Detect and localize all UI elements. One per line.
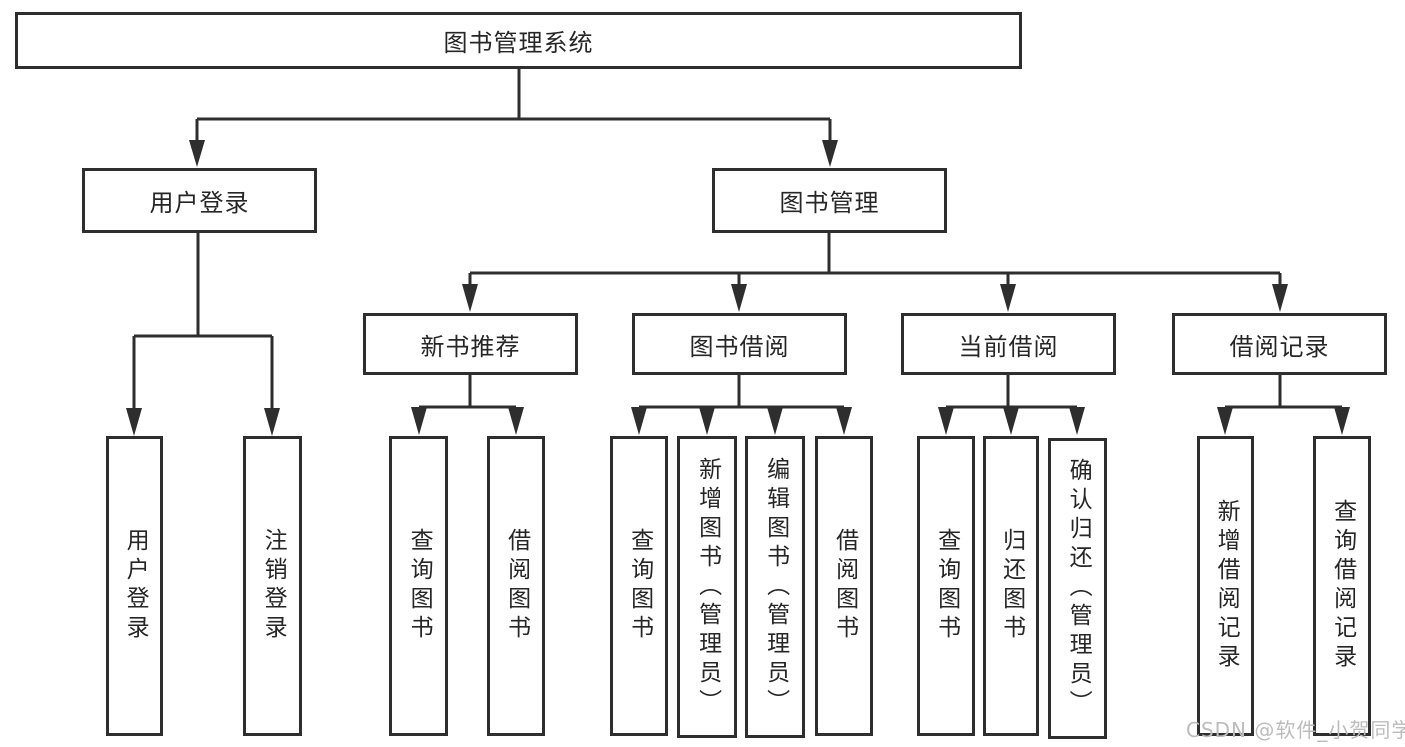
node-return-books: 归还图书 bbox=[983, 436, 1039, 736]
node-root: 图书管理系统 bbox=[15, 12, 1022, 69]
node-edit-book-admin: 编辑图书（管理员） bbox=[745, 436, 805, 738]
node-query-books-current: 查询图书 bbox=[917, 436, 975, 736]
node-add-borrow-record: 新增借阅记录 bbox=[1197, 436, 1254, 736]
node-book-borrowing: 图书借阅 bbox=[632, 313, 847, 375]
node-query-borrow-record: 查询借阅记录 bbox=[1313, 436, 1371, 736]
node-user-login-leaf: 用户登录 bbox=[106, 436, 163, 736]
node-user-login: 用户登录 bbox=[82, 168, 317, 233]
node-borrow-books-leaf: 借阅图书 bbox=[815, 436, 873, 736]
node-book-management: 图书管理 bbox=[712, 168, 947, 233]
watermark: CSDN @软件_小贺同学 bbox=[1186, 718, 1405, 742]
node-add-book-admin: 新增图书（管理员） bbox=[677, 436, 737, 738]
node-confirm-return-admin: 确认归还（管理员） bbox=[1048, 438, 1107, 739]
node-borrow-books-recommend: 借阅图书 bbox=[487, 436, 545, 736]
node-current-borrowing: 当前借阅 bbox=[901, 313, 1116, 375]
node-query-books-borrowing: 查询图书 bbox=[610, 436, 668, 736]
node-new-book-recommendation: 新书推荐 bbox=[363, 313, 578, 375]
node-borrowing-records: 借阅记录 bbox=[1172, 313, 1387, 375]
node-logout-leaf: 注销登录 bbox=[243, 436, 302, 736]
node-query-books-recommend: 查询图书 bbox=[389, 436, 448, 736]
